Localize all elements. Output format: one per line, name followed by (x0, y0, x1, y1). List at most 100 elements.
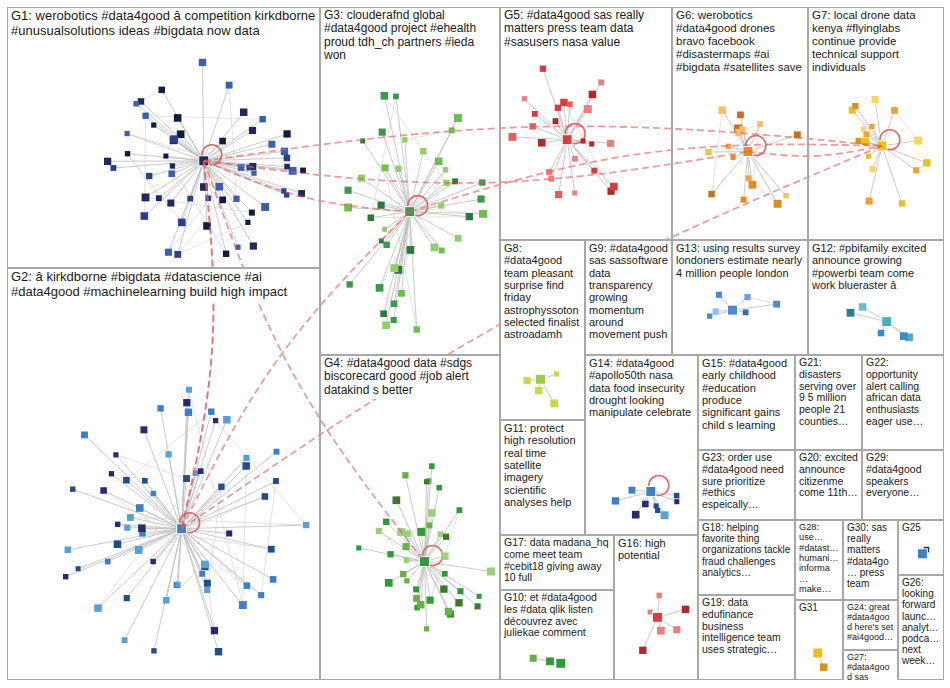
hub-vertex (556, 658, 566, 668)
vertex (731, 155, 736, 160)
vertex (186, 387, 192, 393)
group-heading: G1: werobotics #data4good â competition … (8, 8, 319, 40)
vertex-edge (204, 112, 244, 161)
vertex-edge (154, 125, 204, 161)
group-box: G18: helping favorite thing organization… (698, 520, 795, 595)
vertex (708, 191, 714, 197)
vertex (289, 167, 297, 175)
vertex (746, 175, 752, 181)
vertex (213, 418, 218, 423)
vertex (661, 511, 669, 519)
vertex-edge (85, 435, 182, 529)
vertex-edge (66, 529, 182, 577)
vertex (716, 292, 722, 298)
vertex-edge (126, 480, 181, 529)
vertex (268, 141, 275, 148)
vertex-edge (182, 529, 208, 584)
vertex (379, 129, 386, 136)
vertex (546, 657, 554, 665)
group-heading: G19: data edufinance business intelligen… (699, 596, 794, 658)
vertex-edge (748, 297, 777, 304)
vertex (133, 101, 139, 107)
vertex (165, 451, 171, 457)
vertex (376, 284, 384, 292)
group-heading: G30: sas really matters #data4go… press … (844, 521, 897, 591)
vertex (377, 202, 384, 209)
vertex (376, 528, 382, 534)
group-heading: G4: #data4good data #sdgs biscorecard go… (321, 356, 499, 399)
vertex-edge (543, 69, 567, 140)
vertex (368, 214, 375, 221)
intergroup-edge (748, 146, 882, 156)
vertex (413, 586, 419, 592)
vertex (438, 202, 444, 208)
vertex (859, 303, 867, 311)
vertex (417, 528, 425, 536)
vertex (187, 196, 193, 202)
vertex-edge (712, 152, 748, 195)
vertex (657, 627, 665, 635)
vertex (391, 317, 397, 323)
vertex (127, 514, 134, 521)
vertex (555, 191, 562, 198)
vertex-edge (386, 212, 410, 326)
vertex-edge (178, 118, 204, 161)
vertex (165, 249, 172, 256)
vertex (455, 599, 462, 606)
vertex (170, 135, 178, 143)
vertex-edge (385, 168, 417, 330)
vertex-edge (136, 104, 204, 161)
vertex-edge (182, 529, 243, 605)
vertex (705, 149, 712, 156)
vertex (847, 309, 855, 317)
vertex-edge (108, 529, 182, 562)
group-box: G1: werobotics #data4good â competition … (7, 7, 320, 268)
vertex (123, 477, 130, 484)
vertex (509, 133, 517, 141)
vertex (654, 503, 659, 508)
vertex (436, 485, 442, 491)
group-box: G29: #data4good speakers everyone… (862, 450, 944, 520)
vertex (612, 497, 619, 504)
vertex-edge (229, 85, 236, 199)
group-box: G21: disasters serving over 9 5 million … (795, 355, 862, 450)
vertex (428, 509, 436, 517)
vertex (648, 610, 653, 615)
vertex (607, 140, 614, 147)
vertex (426, 597, 433, 604)
vertex-edge (381, 181, 455, 241)
vertex (673, 626, 680, 633)
hub-vertex (917, 549, 927, 559)
intergroup-edges (182, 126, 882, 561)
group-heading: G2: â kirkdborne #bigdata #datascience #… (8, 269, 319, 301)
vertex (151, 648, 156, 653)
vertex (219, 138, 226, 145)
vertex (240, 108, 247, 115)
vertex-edge (524, 99, 567, 140)
vertex (783, 193, 788, 198)
vertex (94, 604, 102, 612)
vertex (262, 493, 269, 500)
vertex-edge (141, 101, 204, 160)
vertex (140, 426, 147, 433)
vertex-edge (116, 455, 187, 479)
vertex (142, 193, 150, 201)
vertex-edge (384, 212, 410, 314)
intergroup-edge (204, 161, 410, 212)
vertex-edge (381, 205, 483, 214)
vertex-edge (182, 466, 247, 529)
vertex (522, 96, 527, 101)
vertex-edge (382, 132, 410, 212)
vertex (477, 594, 482, 599)
group-heading: G9: #data4good sas sassoftware data tran… (586, 241, 671, 343)
vertex (455, 235, 462, 242)
hub-vertex (728, 305, 738, 315)
vertex-edge (204, 161, 252, 213)
vertex (589, 91, 597, 99)
vertex (532, 111, 538, 117)
vertex (749, 181, 757, 189)
vertex (523, 377, 530, 384)
vertex (402, 472, 408, 478)
vertex-edge (73, 489, 182, 529)
vertex-edge (379, 531, 459, 603)
